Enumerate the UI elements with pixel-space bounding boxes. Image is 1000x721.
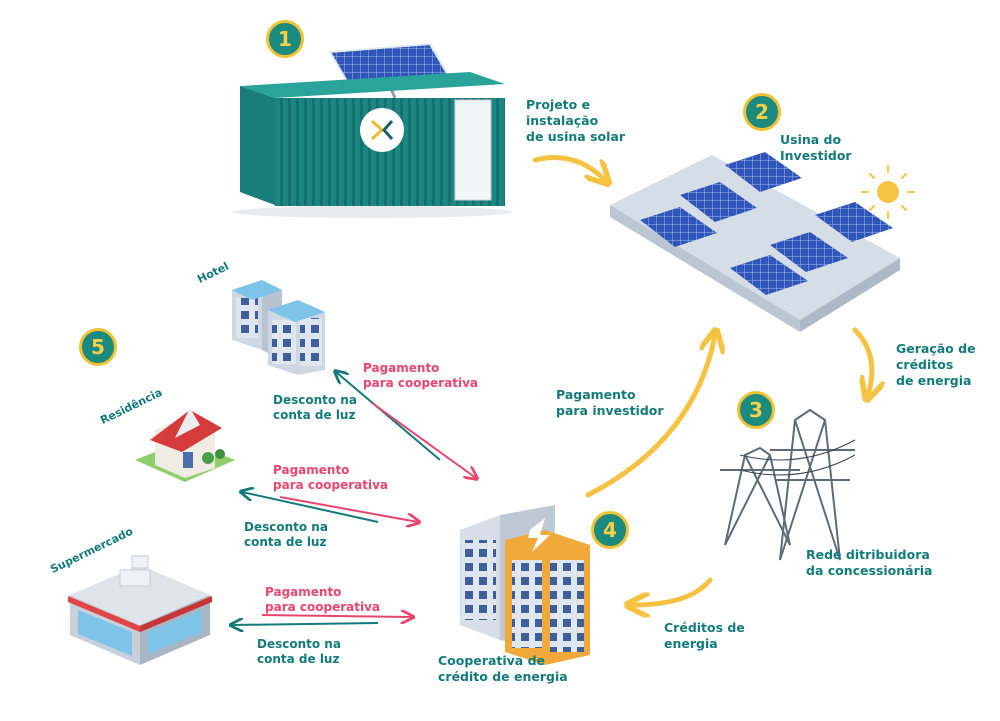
container-illustration [232, 42, 512, 218]
arrow-payment-house [279, 496, 418, 522]
label-desconto-market: Desconto na conta de luz [257, 637, 341, 667]
cooperative-building-illustration [460, 505, 590, 665]
solar-farm-illustration [610, 152, 900, 332]
arrow-payment-to-investor [585, 335, 715, 498]
arrow-install-to-farm [532, 155, 605, 181]
label-creditos: Créditos de energia [664, 620, 745, 651]
label-projeto: Projeto e instalação de usina solar [526, 97, 625, 144]
transmission-towers-illustration [720, 408, 856, 561]
arrow-farm-to-grid [852, 327, 872, 395]
label-desconto-house: Desconto na conta de luz [244, 520, 328, 550]
sun-icon [861, 165, 915, 219]
label-pagamento-coop-market: Pagamento para cooperativa [265, 585, 380, 615]
step-1-badge: 1 [266, 20, 304, 58]
label-rede: Rede ditribuidora da concessionária [806, 547, 933, 578]
label-pagamento-coop-house: Pagamento para cooperativa [273, 463, 388, 493]
step-4-badge: 4 [591, 511, 629, 549]
arrow-discount-market [232, 623, 379, 625]
arrow-discount-house [242, 492, 379, 523]
label-geracao: Geração de créditos de energia [896, 341, 976, 388]
arrow-payment-hotel [371, 402, 476, 478]
label-pagamento-coop-hotel: Pagamento para cooperativa [363, 361, 478, 391]
arrow-grid-to-cooperative [632, 577, 713, 605]
hotel-illustration [232, 280, 325, 375]
supermarket-illustration [68, 555, 212, 665]
arrow-payment-market [261, 615, 412, 617]
label-desconto-hotel: Desconto na conta de luz [273, 393, 357, 423]
label-cooperativa: Cooperativa de crédito de energia [438, 653, 568, 684]
step-3-badge: 3 [737, 391, 775, 429]
step-5-badge: 5 [79, 328, 117, 366]
arrow-discount-hotel [336, 372, 441, 461]
label-usina: Usina do Investidor [780, 132, 852, 163]
house-illustration [135, 408, 235, 482]
step-2-badge: 2 [743, 93, 781, 131]
label-pagamento-investidor: Pagamento para investidor [556, 387, 664, 418]
